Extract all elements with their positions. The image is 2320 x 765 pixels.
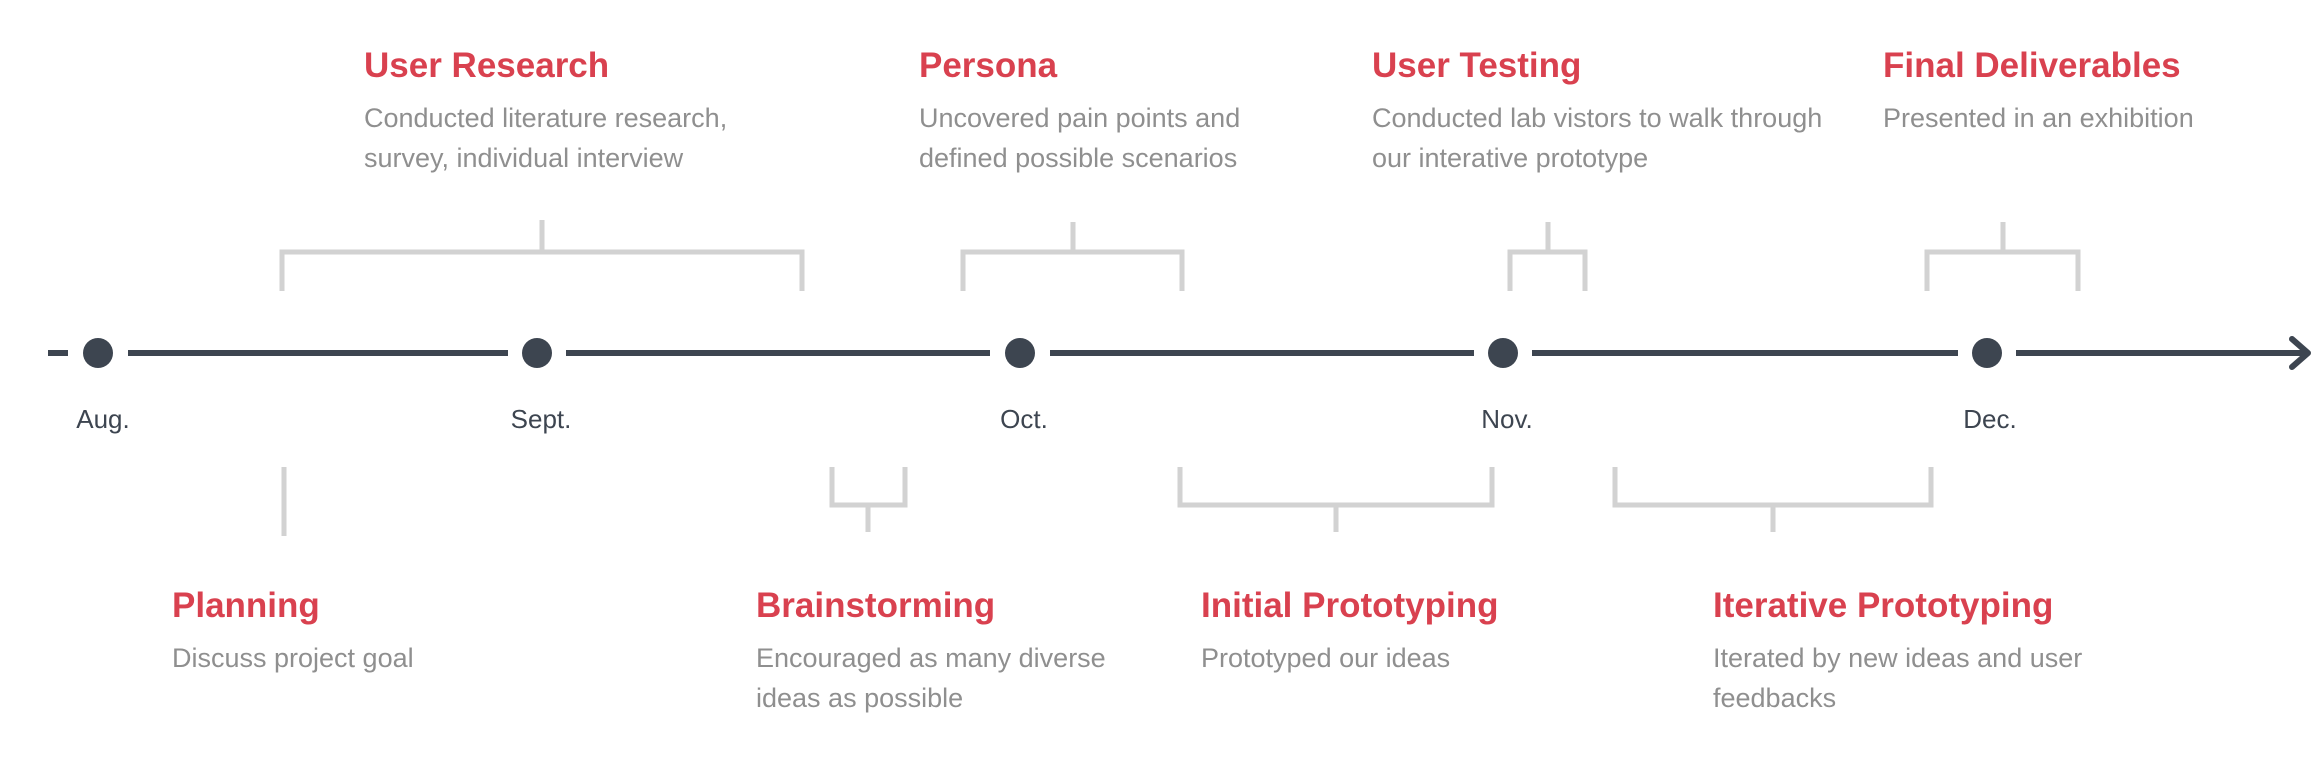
phase-persona: Persona Uncovered pain points and define… xyxy=(919,44,1240,178)
phase-description-line: Prototyped our ideas xyxy=(1201,643,1451,673)
phase-title: Persona xyxy=(919,46,1058,85)
phase-description-line: Uncovered pain points and xyxy=(919,103,1241,133)
phase-title: Brainstorming xyxy=(756,586,996,625)
phase-title: Iterative Prototyping xyxy=(1713,586,2054,625)
phase-initial-prototyping: Initial Prototyping Prototyped our ideas xyxy=(1201,584,1498,678)
month-label-sept: Sept. xyxy=(510,404,572,434)
axis-arrowhead xyxy=(2289,336,2311,370)
phase-planning: Planning Discuss project goal xyxy=(172,584,414,678)
phase-description-line: Presented in an exhibition xyxy=(1883,103,2194,133)
phase-description: Iterated by new ideas and user feedbacks xyxy=(1713,638,2082,718)
timeline-axis xyxy=(48,336,2311,370)
phase-final-deliverables: Final Deliverables Presented in an exhib… xyxy=(1883,44,2194,138)
phase-description: Discuss project goal xyxy=(172,638,414,678)
phase-title: Initial Prototyping xyxy=(1201,586,1499,625)
month-dots xyxy=(83,338,2002,368)
month-label-nov: Nov. xyxy=(1481,404,1533,434)
phase-description-line: Conducted literature research, xyxy=(364,103,728,133)
phase-user-testing: User Testing Conducted lab vistors to wa… xyxy=(1372,44,1822,178)
phase-description: Conducted lab vistors to walk through ou… xyxy=(1372,98,1822,178)
month-dot-nov xyxy=(1488,338,1518,368)
month-dot-sept xyxy=(522,338,552,368)
phase-description: Conducted literature research, survey, i… xyxy=(364,98,727,178)
month-label-dec: Dec. xyxy=(1963,404,2017,434)
phase-title: User Research xyxy=(364,46,610,85)
bracket-user-research xyxy=(279,220,805,291)
bracket-iterative-prototyping xyxy=(1612,467,1934,532)
phase-description: Encouraged as many diverse ideas as poss… xyxy=(756,638,1106,718)
phase-description: Presented in an exhibition xyxy=(1883,98,2194,138)
month-dot-dec xyxy=(1972,338,2002,368)
phase-description-line: our interative prototype xyxy=(1372,143,1649,173)
month-label-oct: Oct. xyxy=(1000,404,1048,434)
month-dot-oct xyxy=(1005,338,1035,368)
phase-description-line: Encouraged as many diverse xyxy=(756,643,1106,673)
phase-iterative-prototyping: Iterative Prototyping Iterated by new id… xyxy=(1713,584,2082,718)
month-dot-aug xyxy=(83,338,113,368)
phase-description-line: defined possible scenarios xyxy=(919,143,1238,173)
phase-title: User Testing xyxy=(1372,46,1582,85)
phase-user-research: User Research Conducted literature resea… xyxy=(364,44,727,178)
phase-brackets xyxy=(279,220,2081,536)
phase-title: Planning xyxy=(172,586,320,625)
phase-description-line: survey, individual interview xyxy=(364,143,684,173)
bracket-initial-prototyping xyxy=(1177,467,1495,532)
phase-description: Uncovered pain points and defined possib… xyxy=(919,98,1240,178)
phase-description: Prototyped our ideas xyxy=(1201,638,1498,678)
phase-brainstorming: Brainstorming Encouraged as many diverse… xyxy=(756,584,1106,718)
bracket-final-deliverables xyxy=(1924,222,2081,291)
month-label-aug: Aug. xyxy=(76,404,130,434)
phase-description-line: Iterated by new ideas and user xyxy=(1713,643,2083,673)
phase-description-line: feedbacks xyxy=(1713,683,1837,713)
bracket-persona xyxy=(960,222,1185,291)
phase-description-line: Discuss project goal xyxy=(172,643,414,673)
phase-description-line: ideas as possible xyxy=(756,683,964,713)
bracket-brainstorming xyxy=(829,467,908,532)
phase-title: Final Deliverables xyxy=(1883,46,2181,85)
bracket-user-testing xyxy=(1507,222,1588,291)
phase-description-line: Conducted lab vistors to walk through xyxy=(1372,103,1823,133)
